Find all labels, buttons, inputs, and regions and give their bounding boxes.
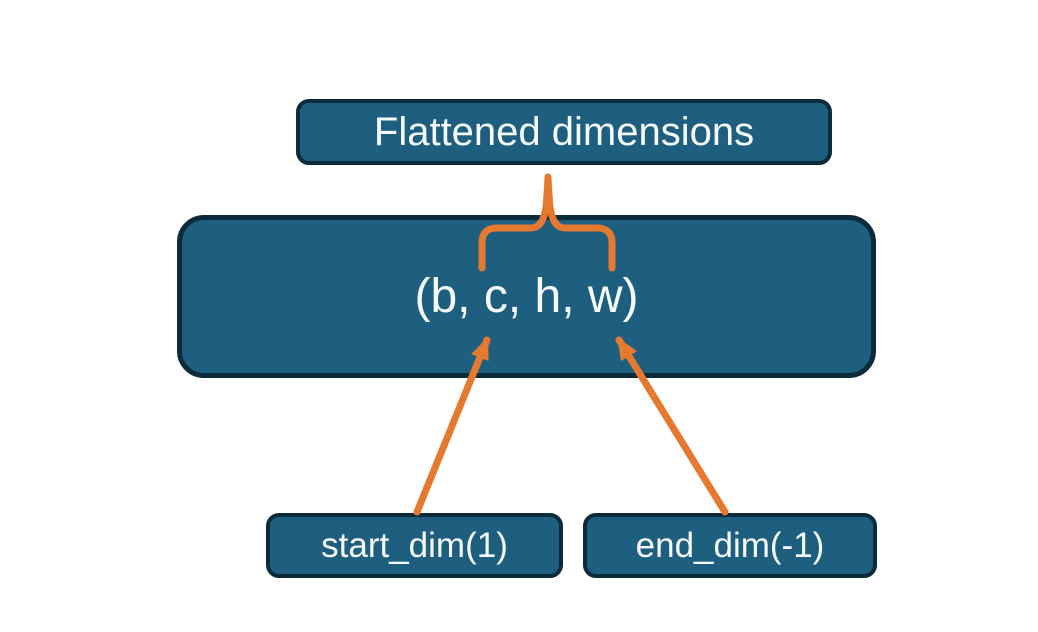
flattened-dimensions-label: Flattened dimensions [373,109,755,154]
end-dim-box: end_dim(-1) [583,513,877,578]
start-dim-box: start_dim(1) [266,513,563,578]
start-dim-label: start_dim(1) [321,525,508,565]
flattened-dimensions-box: Flattened dimensions [296,99,832,165]
tensor-shape-label: (b, c, h, w) [414,270,639,323]
end-dim-label: end_dim(-1) [635,525,825,565]
tensor-shape-box: (b, c, h, w) [177,215,876,378]
